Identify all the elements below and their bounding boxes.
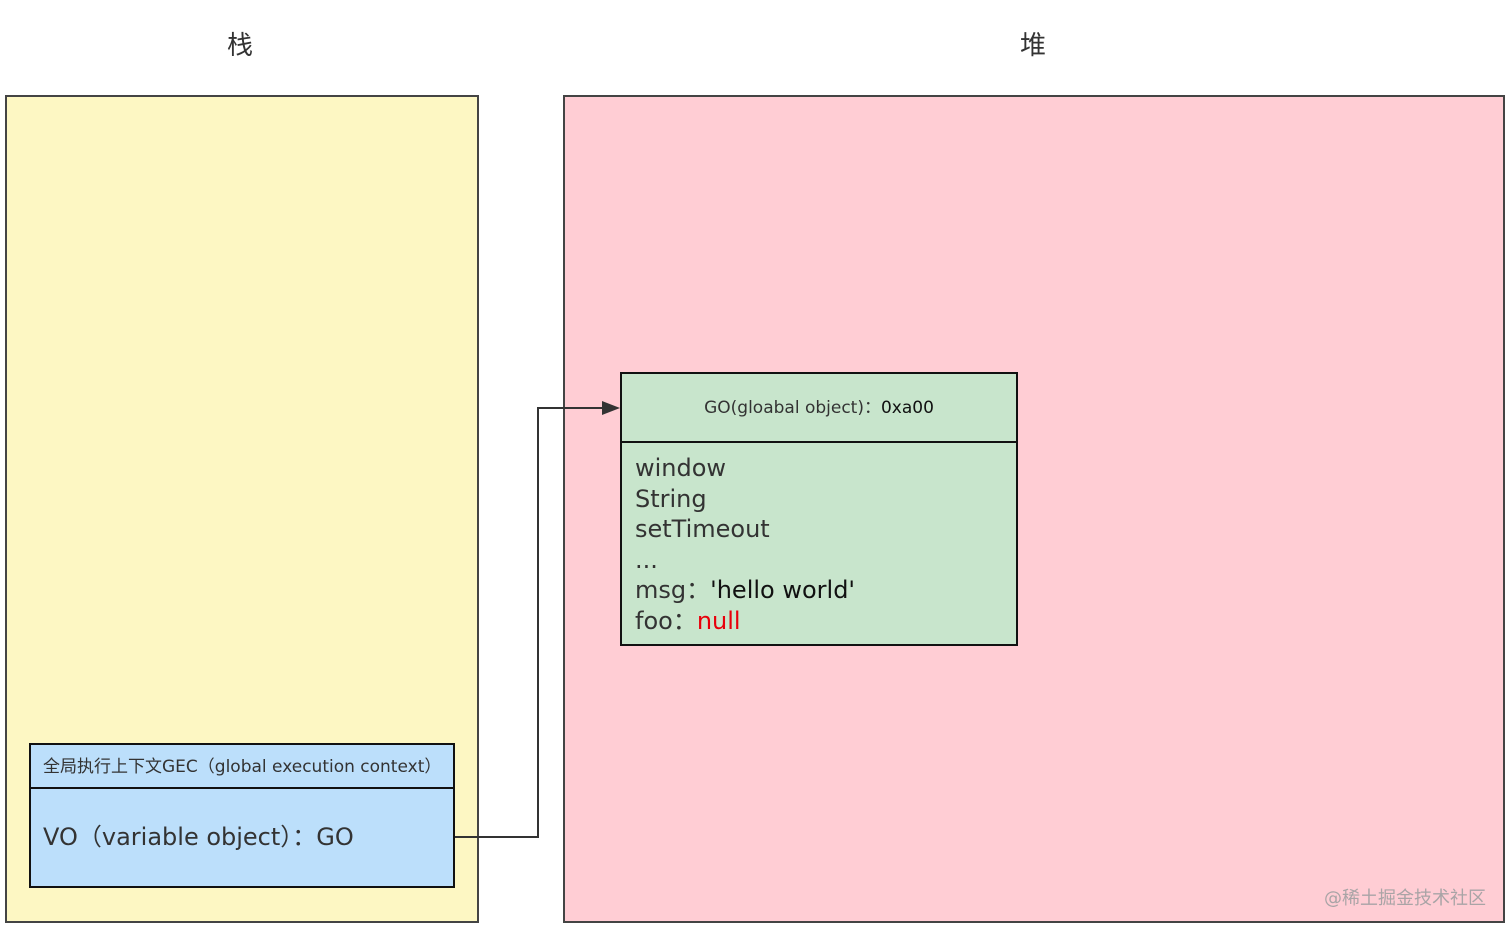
go-property-ellipsis: ... bbox=[635, 545, 658, 574]
msg-value: 'hello world' bbox=[710, 576, 856, 604]
go-property-msg: msg：'hello world' bbox=[635, 575, 1016, 606]
go-property-window: window bbox=[635, 454, 727, 482]
go-property-foo: foo：null bbox=[635, 606, 1016, 637]
foo-key: foo： bbox=[635, 606, 697, 635]
variable-object-line: VO（variable object）：GO bbox=[43, 823, 354, 851]
msg-key: msg： bbox=[635, 576, 711, 604]
go-property-string: String bbox=[635, 484, 707, 513]
global-execution-context-box: 全局执行上下文GEC（global execution context） VO（… bbox=[29, 743, 455, 888]
heap-heading: 堆 bbox=[1019, 31, 1046, 61]
go-properties: window String setTimeout ... msg：'hello … bbox=[622, 443, 1016, 636]
gec-title: 全局执行上下文GEC（global execution context） bbox=[31, 745, 453, 789]
foo-value: null bbox=[696, 606, 741, 635]
watermark: @稀土掘金技术社区 bbox=[1324, 888, 1486, 909]
go-property-settimeout: setTimeout bbox=[635, 515, 770, 543]
go-title: GO(gloabal object)：0xa00 bbox=[622, 374, 1016, 443]
go-title-label: GO(gloabal object)： bbox=[704, 398, 881, 418]
stack-heading: 栈 bbox=[226, 31, 253, 61]
go-address: 0xa00 bbox=[880, 398, 934, 418]
global-object-box: GO(gloabal object)：0xa00 window String s… bbox=[620, 372, 1018, 646]
